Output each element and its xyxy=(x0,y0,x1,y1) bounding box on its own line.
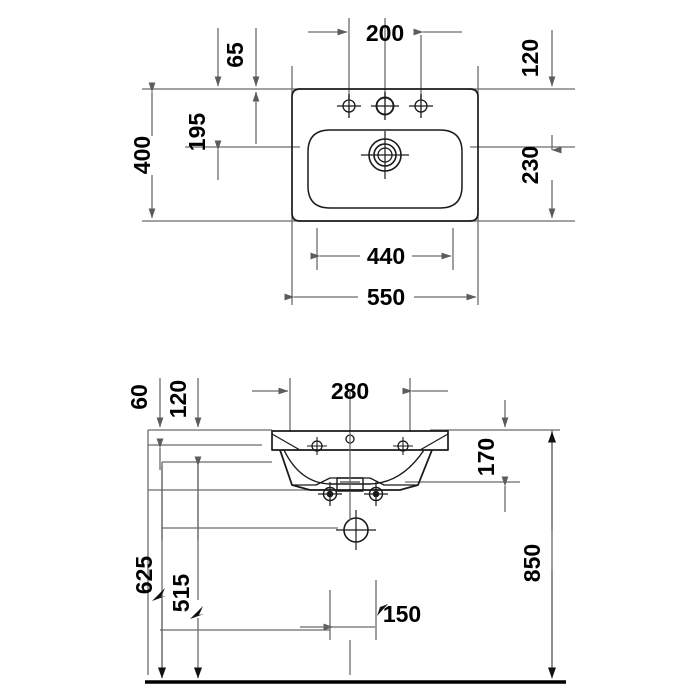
supply-connection-group xyxy=(318,482,388,506)
tap-hole-center xyxy=(371,92,399,120)
dim-top-195 xyxy=(214,91,260,180)
leader-arrow-515 xyxy=(190,606,204,619)
label-front-150: 150 xyxy=(383,601,421,627)
front-tap-hole-right xyxy=(393,437,413,455)
supply-connection-left xyxy=(318,482,342,506)
tap-hole-left xyxy=(337,94,361,118)
label-top-65: 65 xyxy=(222,42,248,68)
basin-rim-front xyxy=(271,430,449,451)
label-top-230: 230 xyxy=(517,146,543,184)
rim-slope-left xyxy=(271,433,301,451)
label-top-120: 120 xyxy=(517,39,543,77)
front-view-extension-lines xyxy=(147,378,560,675)
label-front-170: 170 xyxy=(473,438,499,476)
basin-bowl-inner-front xyxy=(283,449,425,485)
label-top-400: 400 xyxy=(129,136,155,174)
supply-connection-right xyxy=(364,482,388,506)
label-top-440: 440 xyxy=(367,243,405,269)
waste-outlet-front xyxy=(336,510,376,550)
front-tap-holes xyxy=(307,437,413,455)
top-view-extension-lines xyxy=(142,18,575,305)
label-top-195: 195 xyxy=(184,113,210,152)
label-front-850: 850 xyxy=(519,544,545,582)
label-top-550: 550 xyxy=(367,284,405,310)
leader-arrow-150 xyxy=(375,604,388,616)
dim-top-65 xyxy=(214,28,260,87)
label-front-280: 280 xyxy=(331,378,369,404)
front-tap-hole-left xyxy=(307,437,327,455)
basin-outer-outline xyxy=(291,88,479,222)
dimension-labels: 200 65 120 195 400 230 440 550 280 60 12… xyxy=(126,20,545,627)
basin-bowl-outline xyxy=(307,129,463,209)
label-front-60: 60 xyxy=(126,384,152,410)
basin-body-front-left xyxy=(279,449,293,486)
leader-arrows xyxy=(152,588,388,619)
dimension-network xyxy=(142,18,575,679)
label-top-200: 200 xyxy=(366,20,404,46)
label-front-120: 120 xyxy=(165,380,191,418)
drain-outlet-top xyxy=(361,131,409,179)
tap-hole-right xyxy=(409,94,433,118)
label-front-625: 625 xyxy=(131,556,157,595)
basin-body-front xyxy=(279,449,433,491)
rim-slope-right xyxy=(419,433,449,451)
top-view xyxy=(291,88,479,222)
leader-arrow-625 xyxy=(152,588,166,601)
label-front-515: 515 xyxy=(168,574,194,613)
tap-hole-group xyxy=(337,92,433,120)
